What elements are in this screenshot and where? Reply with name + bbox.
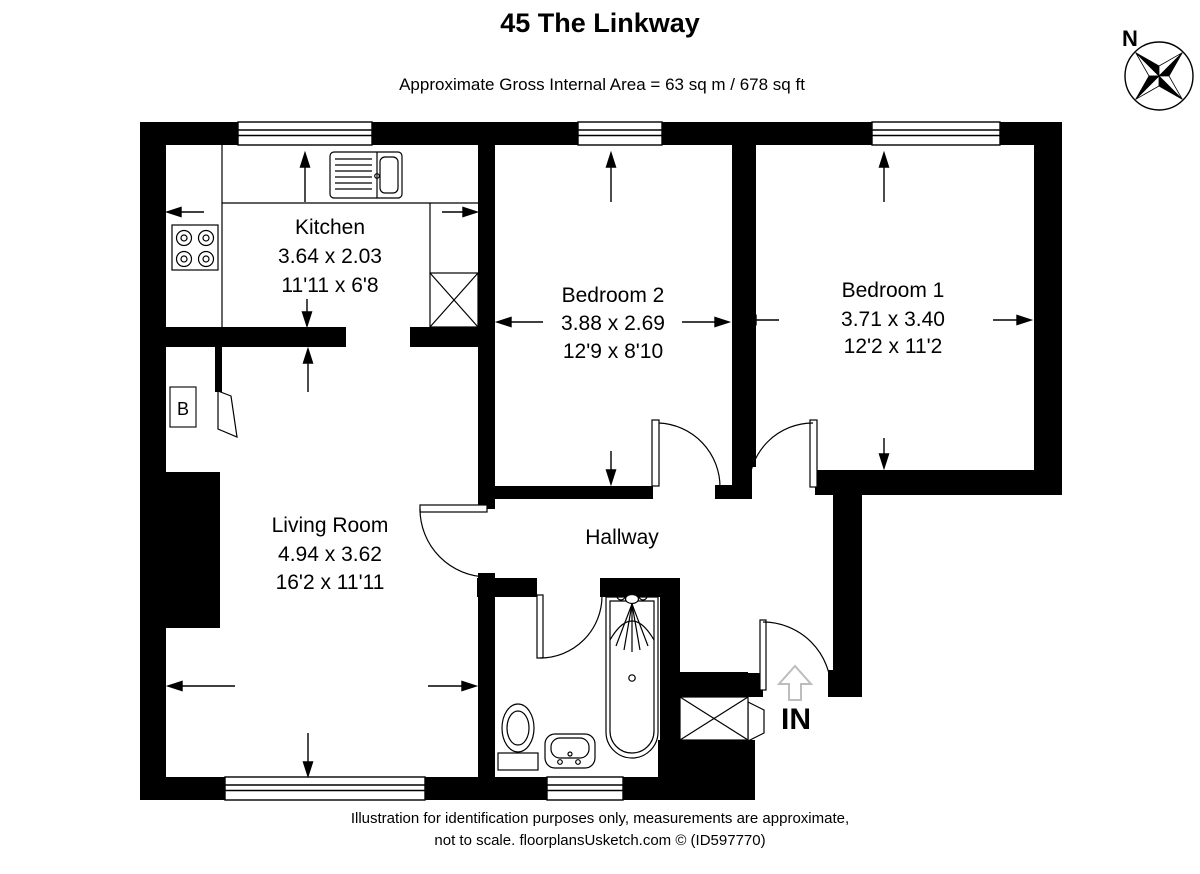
bedroom1-label-group: Bedroom 1 3.71 x 3.40 12'2 x 11'2	[841, 279, 945, 358]
bedroom2-label-group: Bedroom 2 3.88 x 2.69 12'9 x 8'10	[561, 284, 665, 363]
wall-bedroom2-bottom	[478, 486, 653, 499]
footer-line2: not to scale. floorplansUsketch.com © (I…	[434, 832, 765, 849]
wall-boiler-stub	[215, 347, 222, 392]
bedroom1-dim-arrow-down	[878, 438, 890, 471]
wall-bedrooms-divider	[732, 122, 756, 467]
page-title: 45 The Linkway	[500, 8, 700, 38]
kitchen-label: Kitchen	[295, 216, 365, 239]
page-subtitle: Approximate Gross Internal Area = 63 sq …	[399, 75, 805, 94]
wall-kitchen-divider-left	[166, 327, 346, 347]
living-room-label: Living Room	[272, 514, 389, 537]
kitchen-label-group: Kitchen 3.64 x 2.03 11'11 x 6'8	[278, 216, 382, 297]
boiler-box	[169, 386, 197, 428]
wall-storage-top	[676, 672, 748, 697]
bedroom2-dim-arrow-down	[605, 451, 617, 487]
door-living-room	[419, 504, 488, 578]
room-labels: Kitchen 3.64 x 2.03 11'11 x 6'8 Bedroom …	[177, 216, 945, 736]
door-bathroom	[536, 594, 603, 659]
wall-living-bedroom2-upper	[478, 122, 495, 509]
bath-icon	[605, 591, 659, 759]
wall-storage-bottom	[658, 740, 755, 800]
window-bedroom1	[871, 121, 1001, 146]
compass-rose-icon: N	[1122, 26, 1194, 111]
door-bedroom-2	[651, 419, 721, 488]
bedroom1-dim-arrow-right	[993, 314, 1034, 326]
footer-line1: Illustration for identification purposes…	[351, 810, 849, 827]
bedroom2-dim-arrow-left	[494, 316, 543, 328]
wall-entrance-stub	[744, 673, 763, 697]
bedroom1-dims-imperial: 12'2 x 11'2	[844, 335, 943, 358]
kitchen-sink-icon	[329, 151, 403, 199]
interior-walls	[166, 122, 756, 800]
boiler-cupboard-flap	[217, 390, 238, 438]
door-entrance	[759, 619, 832, 691]
living-dim-arrow-down	[302, 733, 314, 779]
wall-bathroom-top-left	[477, 578, 537, 597]
entrance-in-label: IN	[781, 703, 811, 736]
wall-between-bedroom-doors	[715, 485, 752, 499]
toilet-icon	[497, 703, 539, 771]
wall-bathroom-right	[660, 578, 680, 748]
bedroom2-label: Bedroom 2	[562, 284, 665, 307]
window-living-room	[224, 776, 426, 801]
wall-entrance-vertical	[833, 470, 862, 673]
storage-x-icon	[679, 696, 749, 741]
kitchen-dim-arrow-up	[299, 150, 311, 202]
living-dim-arrow-left	[165, 680, 235, 692]
bathroom-fixtures	[497, 591, 659, 771]
bedroom1-label: Bedroom 1	[842, 279, 945, 302]
living-room-label-group: Living Room 4.94 x 3.62 16'2 x 11'11	[272, 514, 389, 594]
hallway-label: Hallway	[585, 526, 659, 549]
compass-north-label: N	[1122, 26, 1138, 51]
living-dim-arrow-up	[302, 346, 314, 392]
entry-direction-arrow-icon	[776, 664, 814, 701]
wall-right	[1034, 122, 1062, 495]
window-kitchen	[237, 121, 373, 146]
bedroom2-dim-arrow-up	[605, 150, 617, 202]
windows	[224, 121, 1001, 801]
doors	[217, 390, 832, 742]
door-bedroom-1	[748, 419, 818, 488]
kitchen-fixtures	[171, 145, 479, 328]
bedroom2-dim-arrow-right	[682, 316, 732, 328]
kitchen-dim-arrow-right	[442, 206, 480, 218]
wall-living-protrusion	[166, 472, 220, 628]
bedroom1-dim-arrow-left	[739, 314, 779, 326]
boiler-label: B	[177, 399, 189, 419]
basin-icon	[544, 733, 596, 769]
bedroom2-dims-metric: 3.88 x 2.69	[561, 312, 665, 335]
living-dim-arrow-right	[428, 680, 479, 692]
dimension-arrows	[164, 150, 1034, 779]
kitchen-dims-metric: 3.64 x 2.03	[278, 245, 382, 268]
wall-kitchen-divider-right	[410, 327, 478, 347]
kitchen-dims-imperial: 11'11 x 6'8	[281, 274, 378, 297]
wall-left	[140, 122, 166, 800]
living-room-dims-metric: 4.94 x 3.62	[278, 543, 382, 566]
bedroom1-dims-metric: 3.71 x 3.40	[841, 308, 945, 331]
wall-entrance-corner	[828, 670, 862, 697]
kitchen-cupboard-x-icon	[429, 272, 479, 328]
wall-living-lower	[478, 573, 495, 800]
kitchen-dim-arrow-left	[164, 206, 204, 218]
bedroom2-dims-imperial: 12'9 x 8'10	[563, 340, 663, 363]
window-bedroom2	[577, 121, 663, 146]
bedroom1-dim-arrow-up	[878, 150, 890, 202]
hob-icon	[171, 224, 219, 271]
kitchen-dim-arrow-down	[301, 299, 313, 329]
window-bathroom	[546, 776, 624, 801]
living-room-dims-imperial: 16'2 x 11'11	[276, 571, 385, 594]
